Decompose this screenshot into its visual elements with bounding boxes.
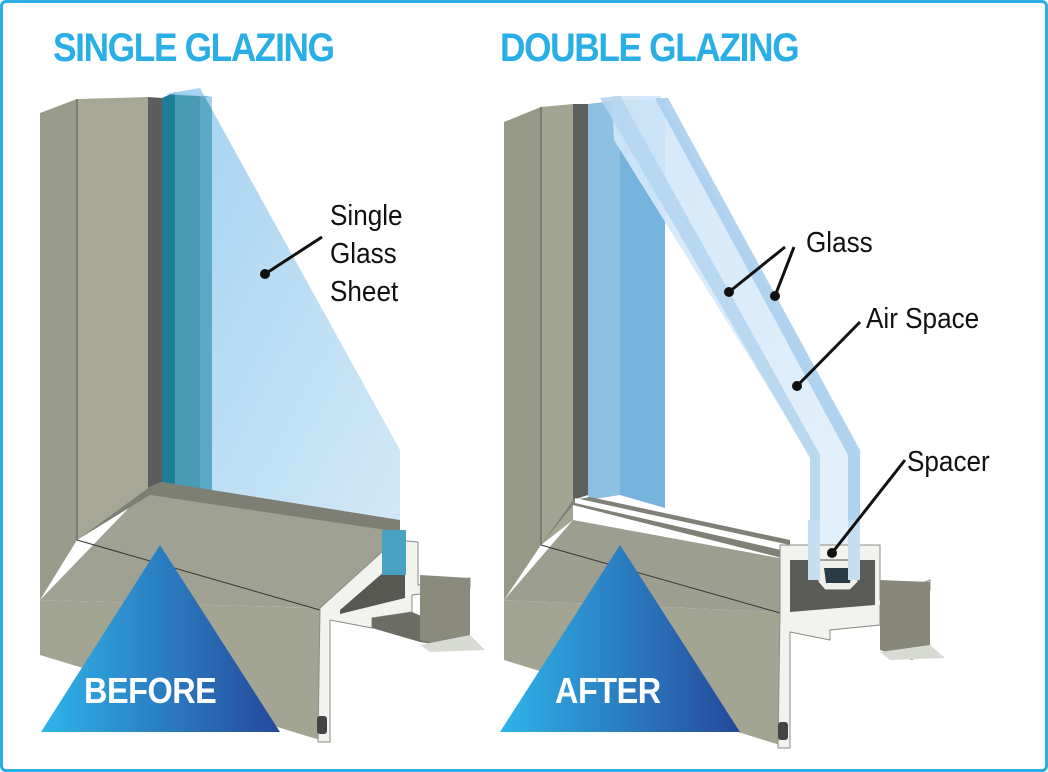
callout-line-air-space (795, 320, 862, 388)
after-badge-label: AFTER (555, 670, 661, 711)
callout-line-single-glass (264, 235, 323, 276)
callout-line-spacer (830, 459, 907, 554)
callout-dot-spacer (827, 548, 837, 558)
before-badge-triangle (41, 545, 280, 732)
callout-air-space: Air Space (866, 303, 980, 335)
callout-dot-air-space (792, 381, 802, 391)
after-badge-triangle (500, 545, 740, 732)
single-glazing-window (40, 88, 485, 743)
heading-single-glazing: SINGLE GLAZING (53, 26, 335, 70)
frame-side (40, 99, 77, 600)
callout-line-glass-1 (728, 245, 786, 294)
frame-front (541, 104, 573, 545)
frame-front (77, 97, 148, 540)
callout-dot-single-glass (260, 269, 270, 279)
callout-glass: Glass (806, 227, 873, 259)
before-badge-label: BEFORE (84, 670, 217, 711)
callout-text-line: Sheet (330, 276, 399, 308)
callout-dot-glass-1 (724, 287, 734, 297)
heading-double-glazing: DOUBLE GLAZING (500, 26, 800, 70)
single-glass-sheet (165, 88, 400, 528)
callout-spacer: Spacer (907, 446, 990, 478)
callout-text-line: Glass (330, 238, 397, 270)
callout-line-glass-2 (773, 246, 796, 297)
callout-dot-glass-2 (770, 291, 780, 301)
callout-text-line: Single (330, 200, 403, 232)
